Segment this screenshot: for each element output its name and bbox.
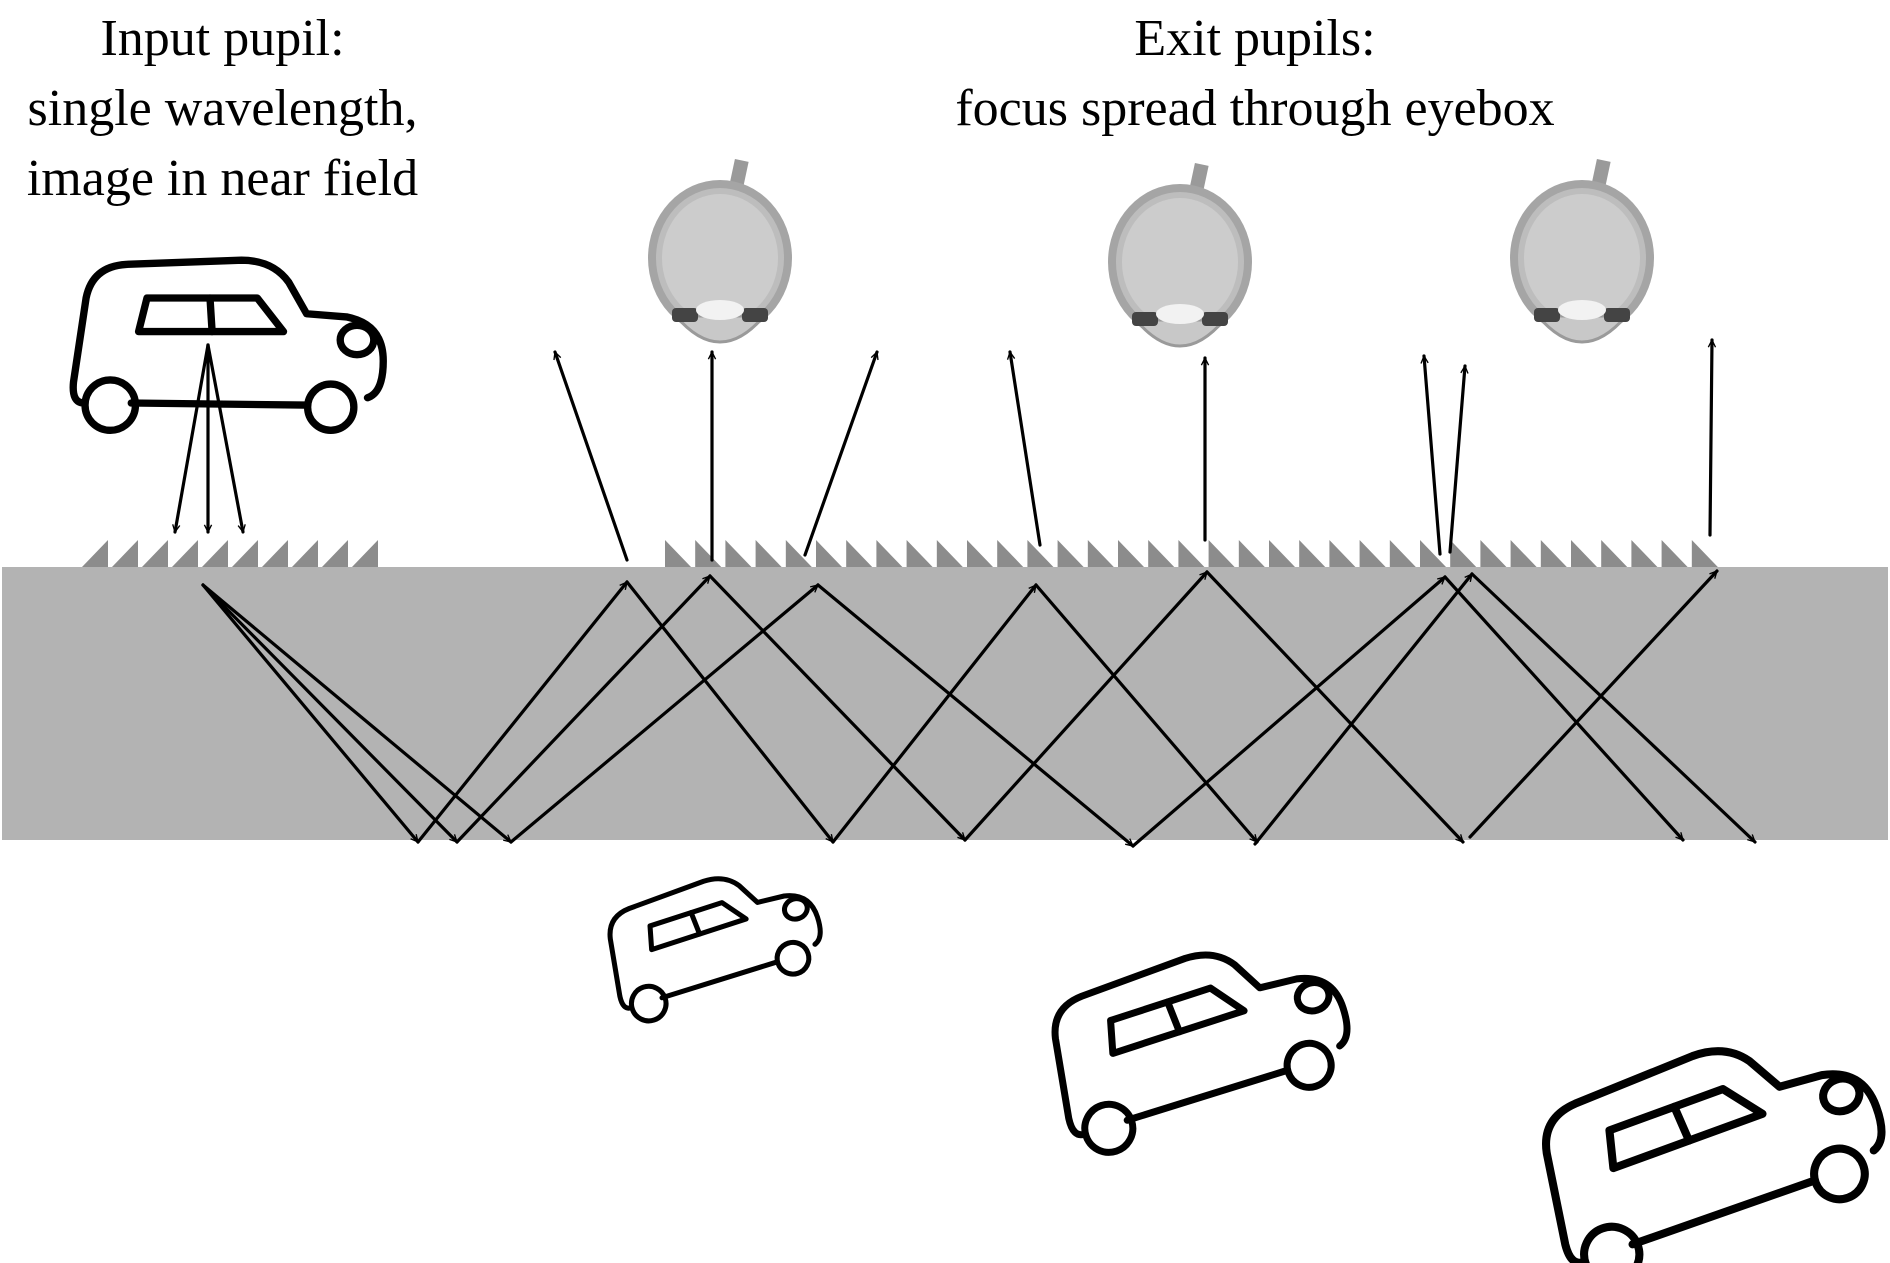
grating-tooth — [1601, 540, 1628, 567]
grating-tooth — [1299, 540, 1326, 567]
grating-tooth — [1148, 540, 1175, 567]
input-pupil-line1: single wavelength, — [27, 80, 418, 137]
virtual-image-car-icon-large — [1519, 1003, 1890, 1263]
ray — [175, 343, 210, 534]
grating-tooth — [906, 540, 933, 567]
ray — [831, 583, 1038, 844]
exit-pupils-line1: focus spread through eyebox — [955, 80, 1555, 137]
grating-tooth — [1420, 540, 1446, 567]
ray — [1470, 572, 1757, 844]
virtual-image-car-icon-small — [594, 851, 832, 1028]
grating-tooth — [82, 540, 108, 567]
input-pupil-title: Input pupil: — [100, 10, 345, 67]
ray — [1424, 354, 1442, 556]
ray — [803, 350, 877, 557]
eye-icon — [1106, 161, 1254, 348]
ray — [625, 580, 835, 844]
ray — [1468, 569, 1719, 839]
grating-tooth — [967, 540, 993, 567]
ray — [555, 350, 629, 562]
virtual-image-car-icon-medium — [1033, 917, 1364, 1162]
grating-tooth — [665, 540, 691, 567]
ray — [816, 583, 1135, 848]
ray — [201, 583, 513, 844]
ray — [1448, 364, 1465, 554]
grating-tooth — [1329, 540, 1356, 567]
grating-tooth — [936, 540, 963, 567]
grating-tooth — [1540, 540, 1567, 567]
grating-tooth — [322, 540, 348, 567]
input-pupil-line2: image in near field — [26, 150, 419, 207]
output-coupler-grating — [665, 540, 1718, 567]
eye-icon — [646, 157, 794, 344]
ray — [708, 574, 967, 842]
grating-tooth — [202, 540, 228, 567]
grating-tooth — [1238, 540, 1265, 567]
grating-tooth — [695, 540, 722, 567]
eye-icon — [1508, 157, 1656, 344]
grating-tooth — [997, 540, 1024, 567]
grating-tooth — [1389, 540, 1416, 567]
ray — [201, 583, 459, 844]
grating-tooth — [725, 540, 752, 567]
exit-pupils-label: Exit pupils: focus spread through eyebox — [880, 4, 1630, 144]
ray — [201, 583, 420, 844]
grating-tooth — [876, 540, 903, 567]
grating-tooth — [1480, 540, 1507, 567]
grating-tooth — [142, 540, 168, 567]
grating-tooth — [112, 540, 138, 567]
grating-tooth — [1269, 540, 1295, 567]
ray — [1253, 572, 1474, 846]
grating-tooth — [1691, 540, 1718, 567]
grating-tooth — [1027, 540, 1054, 567]
grating-tooth — [232, 540, 258, 567]
grating-tooth — [1178, 540, 1205, 567]
ray — [963, 570, 1209, 842]
grating-tooth — [1359, 540, 1386, 567]
grating-tooth — [785, 540, 812, 567]
ray — [1010, 350, 1042, 547]
ray — [509, 583, 820, 844]
grating-tooth — [1571, 540, 1597, 567]
input-car-icon — [73, 260, 383, 430]
grating-tooth — [1118, 540, 1144, 567]
grating-tooth — [352, 540, 378, 567]
ray — [1443, 575, 1685, 842]
ray — [455, 574, 712, 844]
grating-tooth — [292, 540, 318, 567]
grating-tooth — [846, 540, 873, 567]
grating-tooth — [172, 540, 198, 567]
input-pupil-label: Input pupil: single wavelength, image in… — [0, 4, 445, 214]
waveguide-slab — [2, 567, 1888, 840]
ray — [206, 343, 243, 534]
grating-tooth — [262, 540, 288, 567]
ray — [1131, 575, 1447, 848]
ray — [1034, 583, 1259, 844]
ray — [1710, 338, 1712, 537]
grating-tooth — [1450, 540, 1477, 567]
ray — [416, 580, 629, 844]
ray — [1205, 570, 1465, 844]
exit-pupils-title: Exit pupils: — [1134, 10, 1376, 67]
grating-tooth — [1057, 540, 1084, 567]
grating-tooth — [755, 540, 782, 567]
input-coupler-grating — [82, 540, 378, 567]
grating-tooth — [1631, 540, 1658, 567]
grating-tooth — [1661, 540, 1688, 567]
grating-tooth — [1087, 540, 1114, 567]
grating-tooth — [816, 540, 842, 567]
light-rays — [175, 338, 1757, 848]
grating-tooth — [1208, 540, 1235, 567]
grating-tooth — [1510, 540, 1537, 567]
